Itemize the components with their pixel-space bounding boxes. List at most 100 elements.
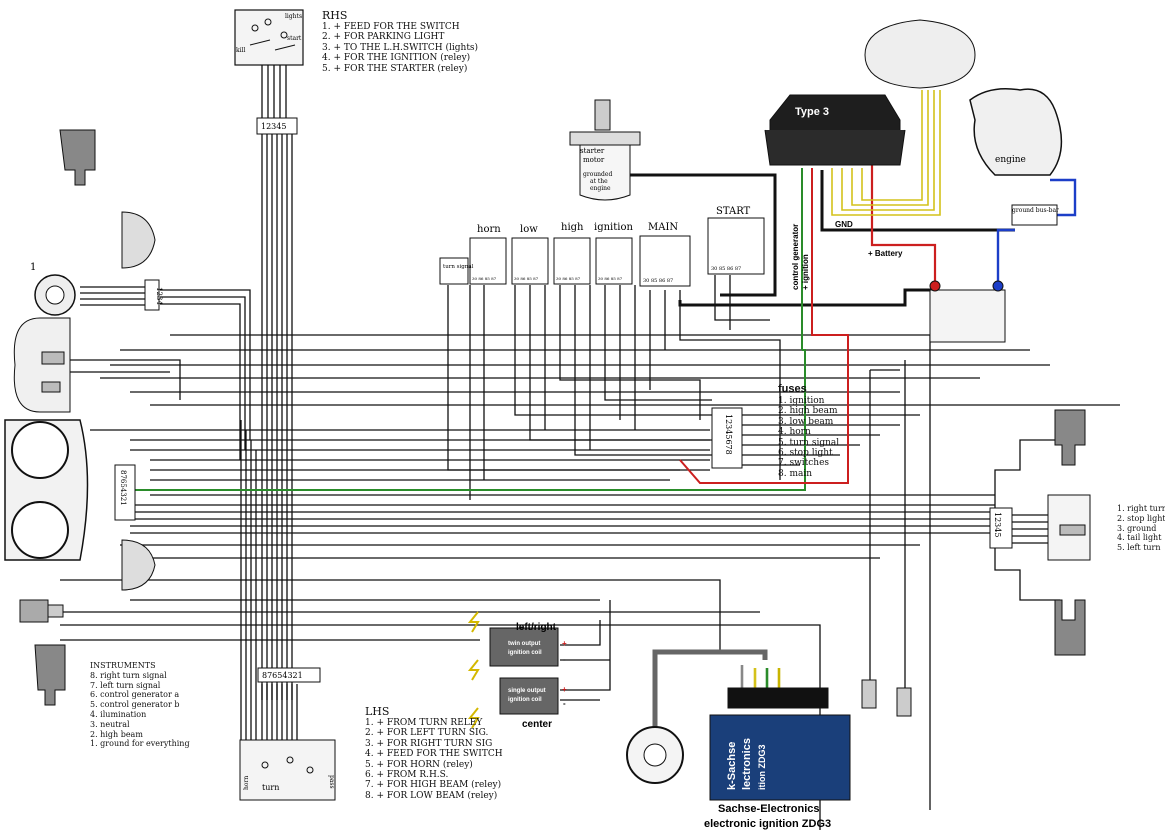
hall-sensor xyxy=(864,19,976,89)
single-coil-line-2: ignition coil xyxy=(508,697,542,703)
wire-harness xyxy=(60,40,1120,830)
lhs-pass-label: pass xyxy=(328,775,335,789)
spark-icon xyxy=(467,659,480,681)
lhs-connector-pins: 87654321 xyxy=(262,671,303,680)
rhs-item-2: 2. + FOR PARKING LIGHT xyxy=(322,32,445,43)
battery xyxy=(929,280,1006,343)
relays xyxy=(439,217,765,287)
relay-horn-pins: 30 86 85 87 xyxy=(472,276,497,281)
right-rear-light-lower xyxy=(1054,599,1086,656)
tail-item-1: 1. right turn xyxy=(1117,504,1165,513)
relay-ignition-pins: 30 86 85 87 xyxy=(598,276,623,281)
rhs-item-3: 3. + TO THE L.H.SWITCH (lights) xyxy=(322,42,479,53)
lhs-horn-label: horn xyxy=(243,776,250,790)
coil-center-label: center xyxy=(522,719,552,730)
spark-plug-icon xyxy=(861,679,912,717)
right-rear-light-upper xyxy=(1054,409,1086,466)
starter-line-4: at the xyxy=(590,178,608,185)
ignition-plus-wire xyxy=(679,168,849,484)
fuse-item-5: 5. turn signal xyxy=(778,437,840,448)
type3-module xyxy=(764,94,906,166)
lhs-item-2: 2. + FOR LEFT TURN SIG. xyxy=(365,728,489,739)
instrument-item-1: 1. ground for everything xyxy=(90,739,190,749)
relay-main-label: MAIN xyxy=(648,222,678,233)
fuse-item-7: 7. switches xyxy=(778,458,830,469)
fuse-item-4: 4. horn xyxy=(778,427,811,438)
fuse-item-2: 2. high beam xyxy=(778,406,838,417)
rhs-connector: 12345 xyxy=(256,117,298,135)
fuses-legend: fuses 1. ignition 2. high beam 3. low be… xyxy=(778,383,839,479)
gnd-label: GND xyxy=(835,220,853,229)
tail-connector-pins: 12345 xyxy=(993,512,1002,537)
relay-start-pins: 30 85 86 87 xyxy=(711,266,741,272)
ignition-coils xyxy=(489,627,559,715)
engine xyxy=(969,88,1063,176)
relay-horn-label: horn xyxy=(477,224,501,235)
starter-line-5: engine xyxy=(590,185,611,192)
lhs-item-3: 3. + FOR RIGHT TURN SIG xyxy=(365,738,493,749)
turn-signal-front-left xyxy=(121,539,156,591)
relay-low-pins: 30 86 85 87 xyxy=(514,276,539,281)
relay-high-pins: 30 86 85 87 xyxy=(556,276,581,281)
relay-start-label: START xyxy=(716,206,751,217)
fuse-item-6: 6. stop light xyxy=(778,448,833,459)
tail-item-3: 3. ground xyxy=(1117,523,1157,533)
fuse-item-3: 3. low beam xyxy=(778,416,834,427)
fuse-connector-pins: 12345678 xyxy=(724,414,733,455)
turn-signal-front-right xyxy=(121,211,156,269)
lhs-item-1: 1. + FROM TURN RELEY xyxy=(365,718,483,728)
starter-wire xyxy=(630,173,777,297)
tail-legend: 1. right turn 2. stop light 3. ground 4.… xyxy=(1117,504,1165,553)
single-coil-plus: + xyxy=(562,685,567,694)
starter-line-1: starter xyxy=(580,147,605,155)
zdg3-wires xyxy=(652,649,781,730)
twin-coil-line-1: twin output xyxy=(508,641,540,647)
lhs-legend: LHS 1. + FROM TURN RELEY 2. + FOR LEFT T… xyxy=(365,705,503,801)
spark-icon xyxy=(467,707,480,729)
relay-ignition-label: ignition xyxy=(594,222,633,233)
battery-label: + Battery xyxy=(868,249,903,258)
relay-main-pins: 30 85 86 87 xyxy=(643,278,673,284)
rhs-kill-label: kill xyxy=(236,47,245,54)
coil-left-right-label: left/right xyxy=(516,622,557,633)
sensor-wires xyxy=(831,90,941,216)
instrument-item-5: 5. control generator b xyxy=(90,700,180,710)
battery-main-wire xyxy=(678,288,935,307)
rhs-title: RHS xyxy=(322,9,348,22)
instruments-legend: INSTRUMENTS 8. right turn signal 7. left… xyxy=(90,661,190,749)
tail-connector xyxy=(989,507,1013,549)
ignition-plus-label: + ignition xyxy=(801,254,810,290)
twin-coil-minus: - xyxy=(563,655,566,664)
instrument-item-7: 7. left turn signal xyxy=(90,680,161,690)
ground-bus-bar xyxy=(1011,204,1058,226)
rhs-item-1: 1. + FEED FOR THE SWITCH xyxy=(322,22,460,32)
control-generator-label: control generator xyxy=(791,224,800,290)
lhs-item-7: 7. + FOR HIGH BEAM (reley) xyxy=(365,780,502,791)
instrument-item-8: 8. right turn signal xyxy=(90,670,167,680)
tail-item-5: 5. left turn xyxy=(1117,543,1161,553)
relay-high-label: high xyxy=(561,222,584,233)
zdg3-product-label: electronic ignition ZDG3 xyxy=(704,818,831,830)
twin-coil-line-2: ignition coil xyxy=(508,650,542,656)
gnd-wire xyxy=(820,170,1015,232)
instrument-item-2: 2. high beam xyxy=(90,729,143,739)
engine-ground-wire xyxy=(996,178,1077,285)
lhs-item-4: 4. + FEED FOR THE SWITCH xyxy=(365,749,503,760)
fuse-item-1: 1. ignition xyxy=(778,396,825,406)
tail-item-2: 2. stop light xyxy=(1117,513,1165,523)
lhs-item-8: 8. + FOR LOW BEAM (reley) xyxy=(365,790,498,801)
starter-line-2: motor xyxy=(583,156,605,164)
lhs-switch xyxy=(239,739,336,801)
left-grip-lower xyxy=(34,644,66,706)
neutral-switch xyxy=(19,599,64,623)
tail-item-4: 4. tail light xyxy=(1117,533,1162,543)
instrument-cluster xyxy=(4,419,136,561)
starter-line-3: grounded xyxy=(583,171,612,178)
instrument-item-4: 4. ilumination xyxy=(90,709,147,719)
lhs-item-5: 5. + FOR HORN (reley) xyxy=(365,759,473,770)
rhs-start-label: start xyxy=(287,35,302,42)
ignition-switch-number: 1 xyxy=(30,262,36,273)
rhs-item-5: 5. + FOR THE STARTER (reley) xyxy=(322,63,468,74)
twin-coil-plus: + xyxy=(562,639,567,648)
